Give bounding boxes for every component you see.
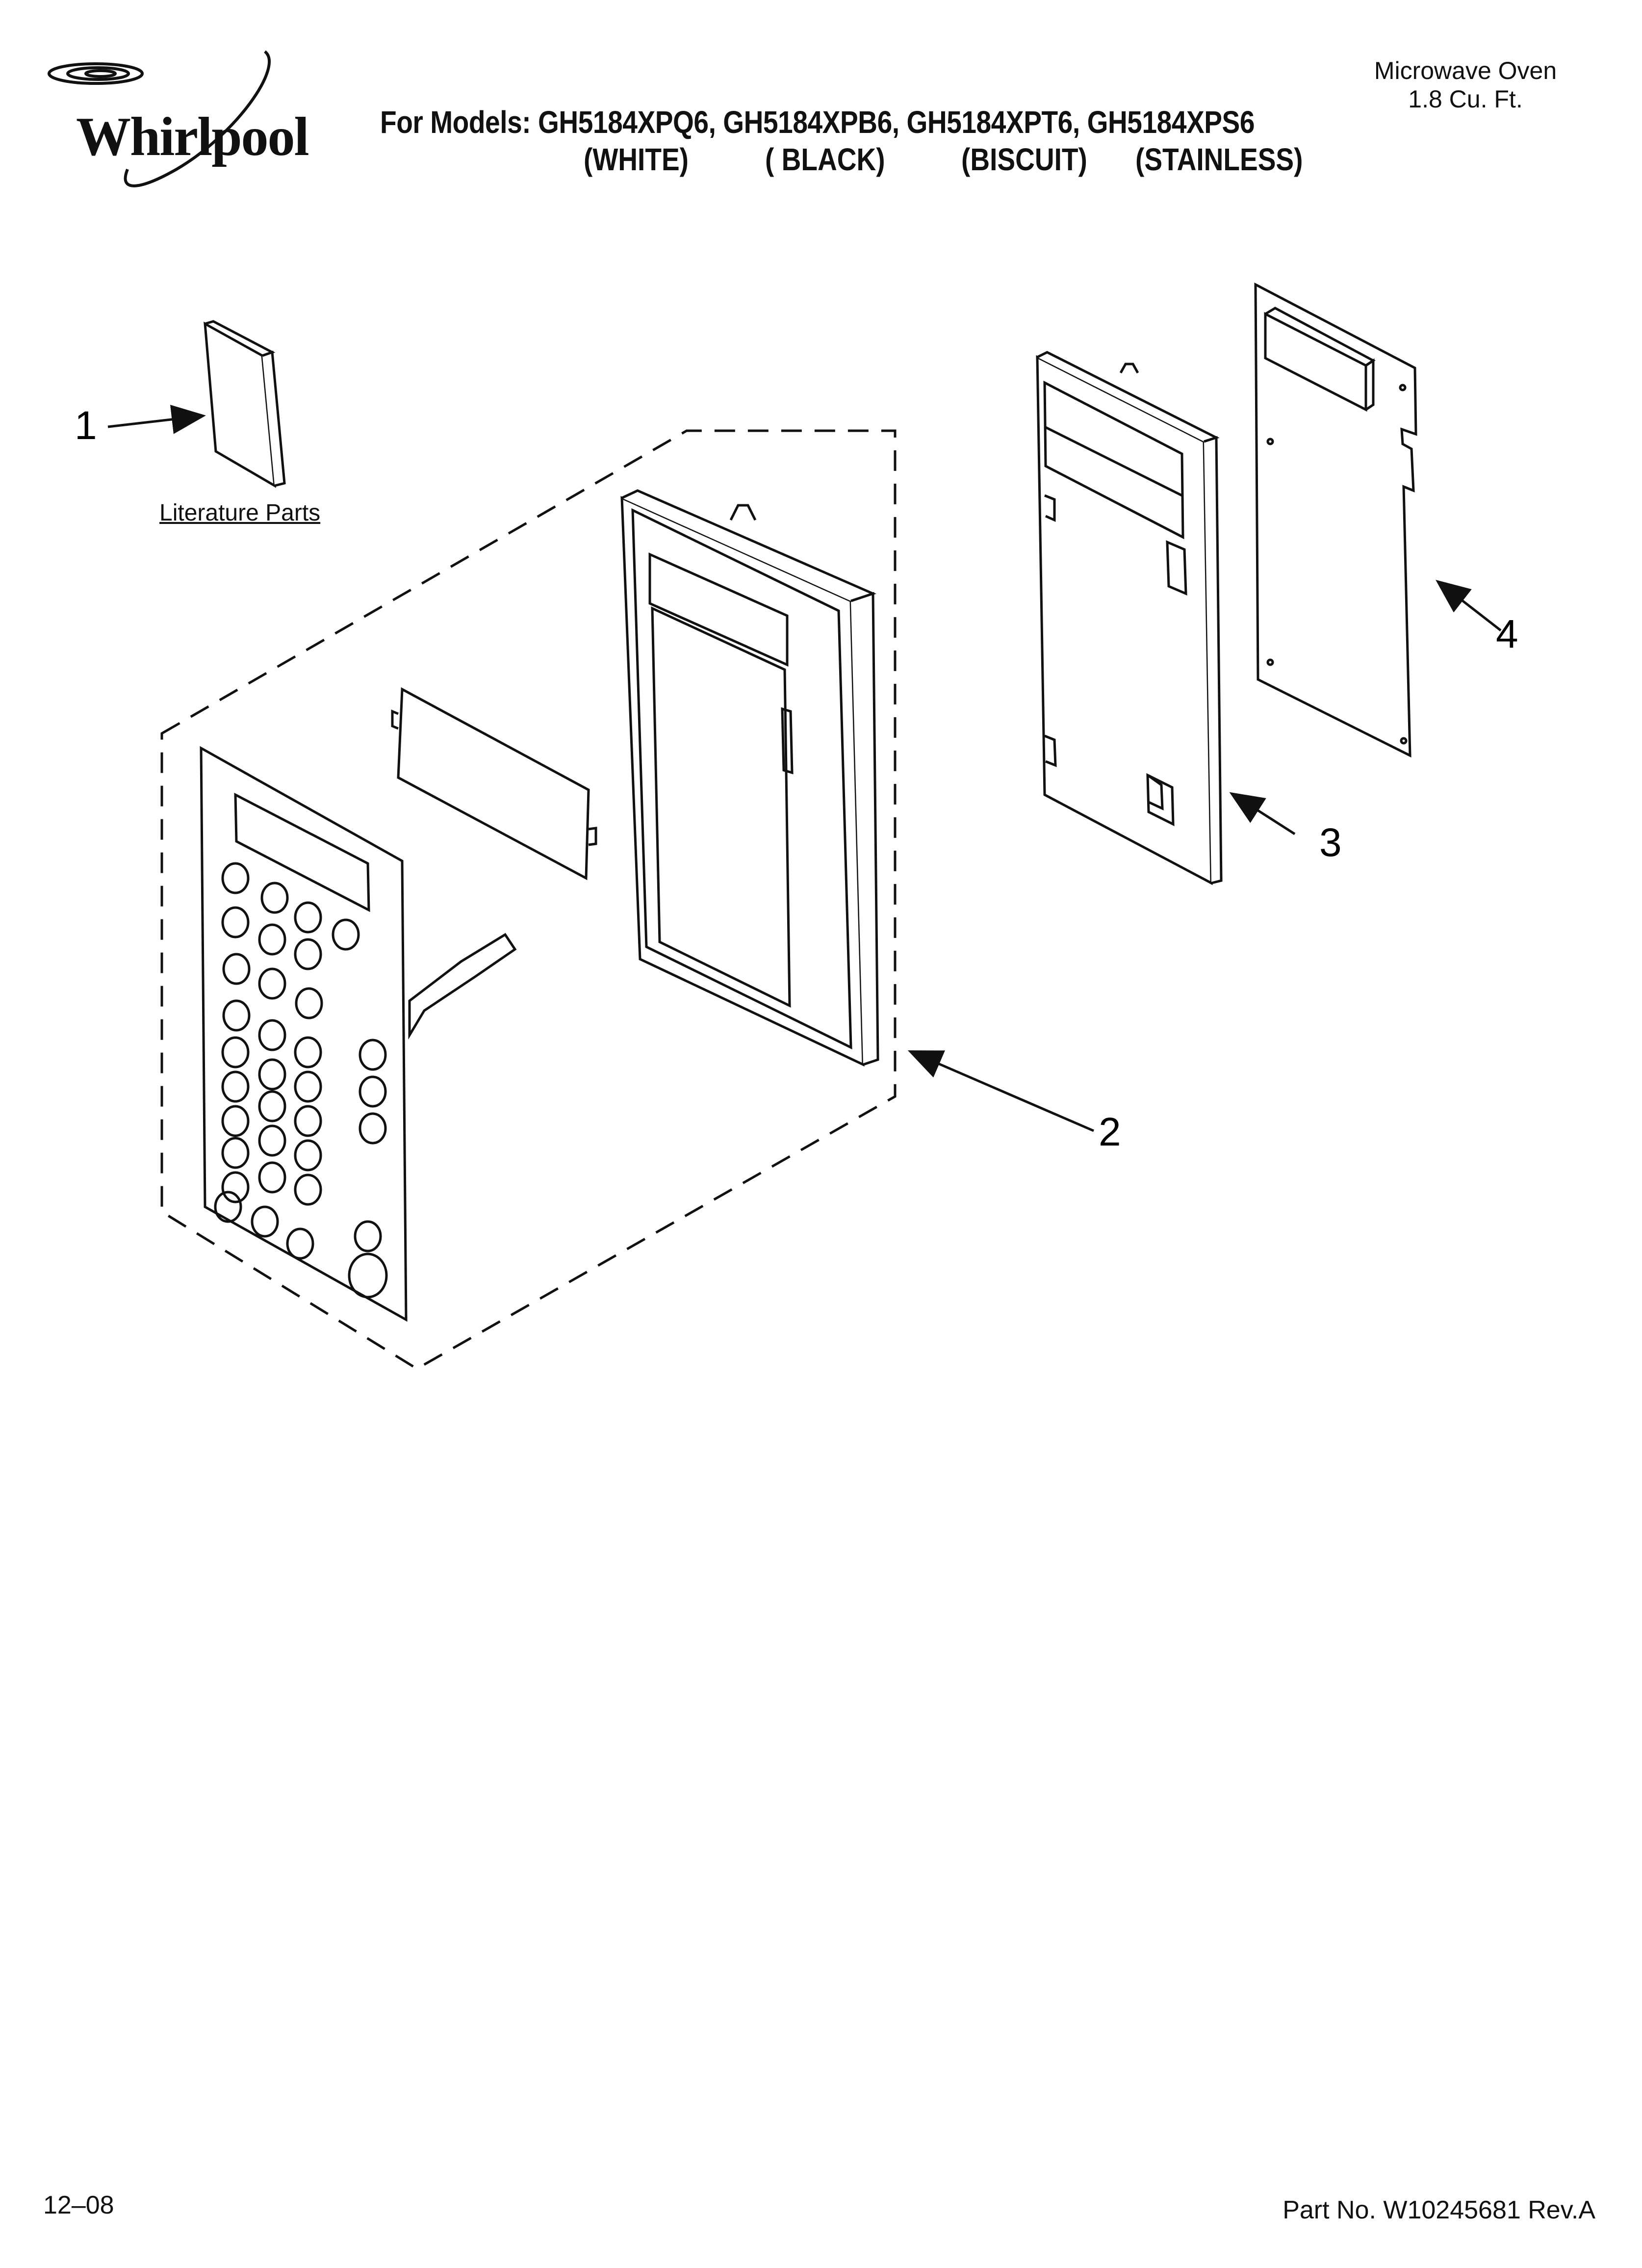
callout-3: 3: [1319, 820, 1342, 865]
slot: [781, 707, 794, 775]
part-number: Part No. W10245681 Rev.A: [1283, 2196, 1595, 2224]
product-capacity: 1.8 Cu. Ft.: [1408, 85, 1523, 113]
whirlpool-logo: Whirlpool: [29, 47, 329, 209]
display-opening: [648, 552, 789, 667]
product-info: Microwave Oven 1.8 Cu. Ft.: [1353, 56, 1578, 113]
control-panel-frame: [620, 489, 879, 1067]
control-bracket: [1036, 351, 1223, 886]
keypad-buttons: [214, 862, 388, 1299]
display-window: [234, 792, 370, 912]
literature-parts-label: Literature Parts: [159, 500, 321, 526]
product-name: Microwave Oven: [1374, 57, 1557, 84]
mount-tab: [729, 504, 757, 521]
color-stainless: (STAINLESS): [1135, 142, 1303, 177]
control-board: [1254, 282, 1417, 758]
brand-name: Whirlpool: [76, 106, 309, 167]
ribbon-cable: [408, 933, 517, 1040]
color-biscuit: (BISCUIT): [961, 142, 1087, 177]
callout-arrow-3: [1229, 792, 1296, 835]
assembly-outline: [160, 429, 897, 1370]
callout-arrow-2: [907, 1050, 1094, 1132]
callout-arrow-4: [1436, 579, 1502, 631]
literature-booklet: [204, 320, 286, 488]
keypad-membrane: [200, 746, 517, 1322]
models-line: For Models: GH5184XPQ6, GH5184XPB6, GH51…: [380, 104, 1255, 140]
callout-arrow-1: [107, 405, 206, 434]
callout-4: 4: [1496, 612, 1518, 656]
color-black: ( BLACK): [765, 142, 885, 177]
whirlpool-swirl-icon: [48, 50, 271, 187]
callout-2: 2: [1099, 1110, 1121, 1154]
revision-date: 12–08: [43, 2191, 114, 2219]
display-panel: [391, 687, 597, 881]
color-white: (WHITE): [584, 142, 689, 177]
callout-1: 1: [75, 403, 97, 448]
